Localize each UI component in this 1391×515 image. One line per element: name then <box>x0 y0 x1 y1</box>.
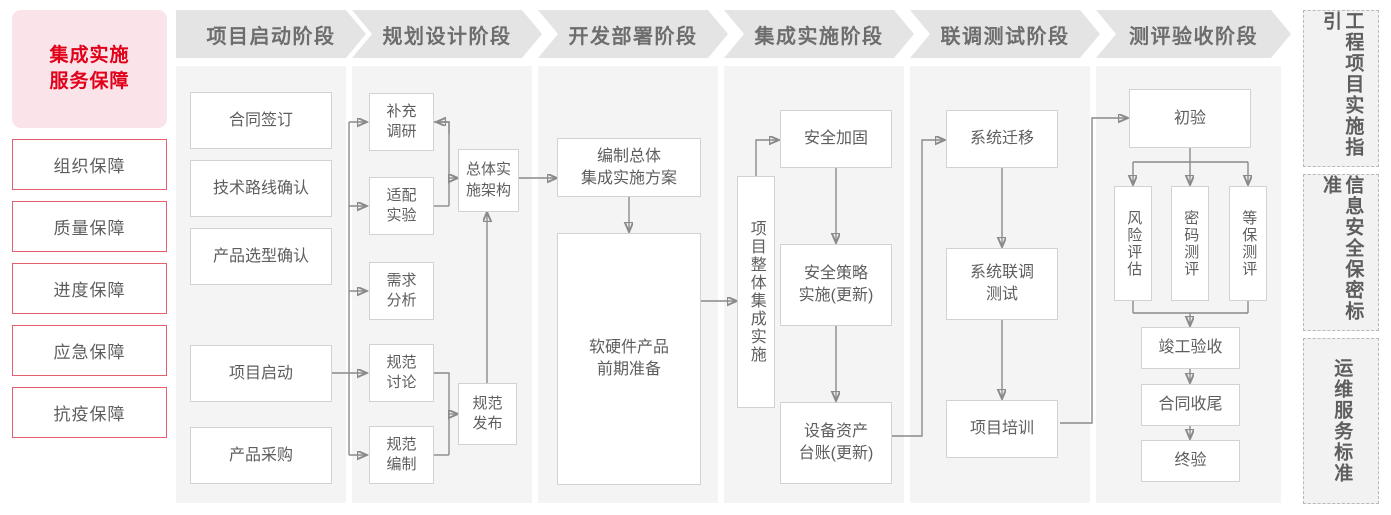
node-tech-route-confirm[interactable]: 技术路线确认 <box>190 160 332 217</box>
node-asset-ledger-update[interactable]: 设备资产台账(更新) <box>780 402 892 484</box>
node-label: 需求分析 <box>386 271 417 309</box>
standard-label: 信息安全保密标准 <box>1320 175 1364 322</box>
node-product-model-confirm[interactable]: 产品选型确认 <box>190 228 332 285</box>
phase-header-test[interactable]: 联调测试阶段 <box>910 10 1100 58</box>
node-contract-signing[interactable]: 合同签订 <box>190 92 332 149</box>
standard-card-engineering-guide[interactable]: 工程项目实施指引 <box>1303 10 1379 167</box>
node-hw-sw-preparation[interactable]: 软硬件产品前期准备 <box>557 233 701 485</box>
node-contract-closure[interactable]: 合同收尾 <box>1141 384 1240 426</box>
node-spec-discussion[interactable]: 规范讨论 <box>369 344 434 402</box>
node-spec-release[interactable]: 规范发布 <box>458 383 517 445</box>
node-adaptation-experiment[interactable]: 适配实验 <box>369 177 434 235</box>
phase-header-integ[interactable]: 集成实施阶段 <box>724 10 914 58</box>
guarantee-item-schedule[interactable]: 进度保障 <box>12 263 167 314</box>
node-completion-acceptance[interactable]: 竣工验收 <box>1141 327 1240 369</box>
guarantee-title-line2: 服务保障 <box>49 71 130 92</box>
node-crypto-evaluation[interactable]: 密码测评 <box>1171 186 1209 301</box>
phase-header-start[interactable]: 项目启动阶段 <box>176 10 366 58</box>
node-project-training[interactable]: 项目培训 <box>946 400 1058 458</box>
node-label: 编制总体集成实施方案 <box>580 147 677 187</box>
guarantee-item-emergency[interactable]: 应急保障 <box>12 325 167 376</box>
guarantee-item-organization[interactable]: 组织保障 <box>12 139 167 190</box>
node-final-acceptance[interactable]: 终验 <box>1141 440 1240 482</box>
node-label: 适配实验 <box>386 186 417 224</box>
node-security-hardening[interactable]: 安全加固 <box>780 110 892 168</box>
standard-card-infosec-standard[interactable]: 信息安全保密标准 <box>1303 174 1379 331</box>
node-label: 系统联调测试 <box>969 264 1034 303</box>
node-supplementary-research[interactable]: 补充调研 <box>369 93 434 151</box>
node-overall-impl-architecture[interactable]: 总体实施架构 <box>458 149 519 212</box>
node-overall-integration-impl[interactable]: 项目整体集成实施 <box>737 176 775 408</box>
guarantee-item-epidemic[interactable]: 抗疫保障 <box>12 387 167 438</box>
node-project-kickoff[interactable]: 项目启动 <box>190 345 332 402</box>
node-label: 规范编制 <box>386 435 417 473</box>
guarantee-item-quality[interactable]: 质量保障 <box>12 201 167 252</box>
node-system-joint-test[interactable]: 系统联调测试 <box>946 248 1058 320</box>
guarantee-title-card: 集成实施 服务保障 <box>12 10 167 128</box>
standard-card-ops-service-standard[interactable]: 运维服务标准 <box>1303 338 1379 504</box>
phase-header-accept[interactable]: 测评验收阶段 <box>1096 10 1291 58</box>
node-mlps-evaluation[interactable]: 等保测评 <box>1229 186 1267 301</box>
standard-label: 工程项目实施指引 <box>1320 11 1364 158</box>
node-label: 规范讨论 <box>386 353 417 391</box>
node-label: 总体实施架构 <box>465 161 511 199</box>
node-compile-overall-plan[interactable]: 编制总体集成实施方案 <box>557 138 701 197</box>
node-spec-drafting[interactable]: 规范编制 <box>369 426 434 484</box>
guarantee-panel: 集成实施 服务保障 组织保障 质量保障 进度保障 应急保障 抗疫保障 <box>12 10 167 438</box>
node-risk-assessment[interactable]: 风险评估 <box>1114 186 1152 301</box>
standard-label: 运维服务标准 <box>1331 358 1353 484</box>
node-label: 规范发布 <box>472 394 503 432</box>
node-label: 安全策略实施(更新) <box>798 265 874 304</box>
node-label: 补充调研 <box>386 102 417 140</box>
node-preliminary-acceptance[interactable]: 初验 <box>1129 89 1251 148</box>
node-security-policy-impl[interactable]: 安全策略实施(更新) <box>780 244 892 326</box>
phase-header-plan[interactable]: 规划设计阶段 <box>352 10 542 58</box>
node-system-migration[interactable]: 系统迁移 <box>946 110 1058 168</box>
node-label: 软硬件产品前期准备 <box>588 339 669 378</box>
node-label: 设备资产台账(更新) <box>798 423 874 462</box>
node-requirement-analysis[interactable]: 需求分析 <box>369 262 434 320</box>
phase-header-dev[interactable]: 开发部署阶段 <box>538 10 728 58</box>
guarantee-title-line1: 集成实施 <box>49 45 130 67</box>
node-product-procurement[interactable]: 产品采购 <box>190 427 332 484</box>
